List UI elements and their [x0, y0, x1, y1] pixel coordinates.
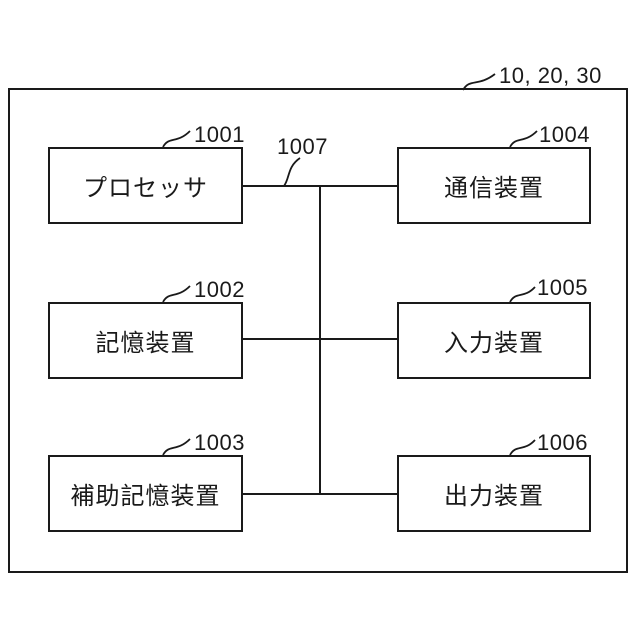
input-ref-label: 1005 — [537, 275, 588, 300]
communication-label: 通信装置 — [444, 175, 544, 202]
processor-ref-label: 1001 — [194, 122, 245, 147]
storage-label: 記憶装置 — [95, 330, 196, 357]
bus-ref-label: 1007 — [277, 134, 328, 159]
output-box: 出力装置 — [397, 455, 591, 532]
input-label: 入力装置 — [444, 330, 544, 357]
aux-storage-label: 補助記憶装置 — [70, 483, 221, 510]
aux-storage-ref-label: 1003 — [194, 430, 245, 455]
processor-box: プロセッサ — [48, 147, 243, 224]
communication-ref-label: 1004 — [539, 122, 590, 147]
input-box: 入力装置 — [397, 302, 591, 379]
output-ref-label: 1006 — [537, 430, 588, 455]
storage-ref-label: 1002 — [194, 277, 245, 302]
aux-storage-box: 補助記憶装置 — [48, 455, 243, 532]
output-label: 出力装置 — [444, 483, 544, 510]
system-ref-label: 10, 20, 30 — [499, 63, 602, 88]
storage-box: 記憶装置 — [48, 302, 243, 379]
processor-label: プロセッサ — [83, 175, 208, 202]
communication-box: 通信装置 — [397, 147, 591, 224]
